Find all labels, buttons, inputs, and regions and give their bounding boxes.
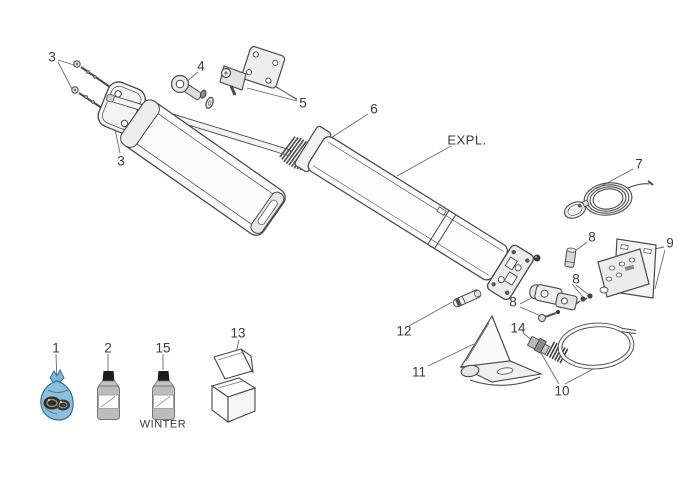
release-cord-coil bbox=[583, 182, 633, 216]
breather-plug bbox=[533, 254, 541, 262]
winter-label: WINTER bbox=[139, 418, 187, 431]
callout-3-screws: 3 bbox=[48, 49, 56, 65]
callout-11: 11 bbox=[411, 364, 427, 380]
rear-fork-joint bbox=[529, 284, 578, 311]
front-bracket bbox=[219, 46, 286, 96]
callout-8-fork: 8 bbox=[509, 294, 517, 310]
callout-1: 1 bbox=[52, 340, 60, 356]
callout-5: 5 bbox=[299, 95, 307, 111]
oil-bottle bbox=[97, 370, 120, 420]
post-bracket bbox=[597, 238, 657, 299]
ball-joint bbox=[170, 74, 203, 101]
callout-8-pin: 8 bbox=[588, 229, 596, 245]
washers bbox=[199, 89, 214, 109]
gate-bracket bbox=[459, 314, 543, 386]
small-screws bbox=[575, 293, 593, 305]
callout-14: 14 bbox=[510, 320, 526, 336]
callout-3-plate: 3 bbox=[117, 153, 125, 169]
callout-15: 15 bbox=[155, 340, 171, 356]
packaging-box bbox=[210, 348, 257, 424]
release-key bbox=[563, 199, 590, 219]
outer-tube bbox=[120, 99, 286, 236]
callout-7: 7 bbox=[635, 156, 643, 172]
power-cable-loop bbox=[557, 322, 637, 370]
callout-13: 13 bbox=[230, 325, 246, 341]
callout-10: 10 bbox=[554, 383, 570, 399]
cable-gland bbox=[526, 335, 550, 356]
callout-8-screws: 8 bbox=[572, 271, 580, 287]
winter-oil-bottle bbox=[152, 370, 175, 420]
callout-6: 6 bbox=[370, 101, 378, 117]
callout-12: 12 bbox=[396, 323, 412, 339]
callout-4: 4 bbox=[197, 58, 205, 74]
callout-9: 9 bbox=[666, 235, 674, 251]
expl-label: EXPL. bbox=[447, 132, 487, 148]
callout-2: 2 bbox=[104, 340, 112, 356]
pin-8 bbox=[564, 247, 577, 268]
release-cord-tail bbox=[627, 180, 654, 189]
cylinder-body bbox=[294, 125, 535, 301]
fixing-pin bbox=[452, 289, 482, 308]
rear-end-cap bbox=[486, 244, 535, 301]
fork-screw bbox=[538, 310, 560, 322]
hardware-bag bbox=[40, 368, 74, 421]
